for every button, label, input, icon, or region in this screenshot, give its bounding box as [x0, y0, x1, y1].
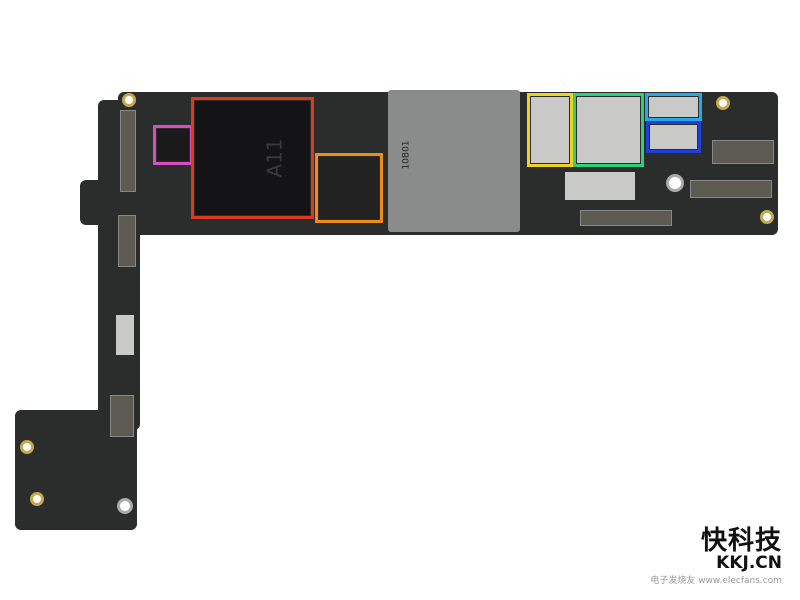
highlight-yellow: [527, 93, 573, 167]
silver-module: [565, 172, 635, 200]
mounting-hole: [117, 498, 133, 514]
soc-chip: A11: [195, 101, 310, 215]
mounting-hole: [666, 174, 684, 192]
highlight-blue: [646, 121, 701, 153]
connector: [118, 215, 136, 267]
highlight-pink: [153, 125, 193, 165]
highlight-red: [191, 97, 314, 219]
blue-chip: [650, 125, 697, 149]
highlight-green: [573, 93, 644, 167]
sim-tray-shield: 10B01: [388, 90, 520, 232]
cyan-chip: [649, 97, 698, 117]
orange-chip: [319, 157, 379, 219]
mounting-hole: [20, 440, 34, 454]
connector: [690, 180, 772, 198]
board-left-flange: [80, 180, 120, 225]
mounting-hole: [716, 96, 730, 110]
sim-label: 10B01: [401, 140, 412, 170]
mounting-hole: [30, 492, 44, 506]
watermark-domain: KKJ.CN: [716, 553, 782, 573]
mounting-hole: [760, 210, 774, 224]
pink-chip: [157, 129, 189, 161]
highlight-orange: [315, 153, 383, 223]
highlight-cyan: [645, 93, 702, 121]
connector: [110, 395, 134, 437]
watermark-chinese: 快科技: [700, 526, 782, 556]
label-sticker: [116, 315, 134, 355]
green-chip: [577, 97, 640, 163]
mounting-hole: [122, 93, 136, 107]
watermark: 快科技 KKJ.CN 电子发烧友 www.elecfans.com: [650, 520, 782, 586]
connector: [580, 210, 672, 226]
connector: [120, 110, 136, 192]
connector: [712, 140, 774, 164]
watermark-overlay: 电子发烧友 www.elecfans.com: [650, 576, 782, 586]
yellow-chip: [531, 97, 569, 163]
